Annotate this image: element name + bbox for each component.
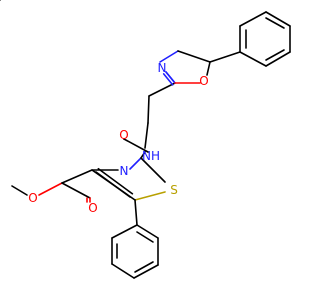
bond-methyl-o xyxy=(11,185,28,196)
bond-amide-c xyxy=(123,138,149,153)
bond-ph2-5 xyxy=(239,11,267,27)
bond-c2-n-double xyxy=(165,71,176,84)
bond-ph3 xyxy=(111,263,135,279)
bond-ph6 xyxy=(136,224,159,239)
bond-nh-c2 xyxy=(140,151,146,159)
bond-c5-c4-double xyxy=(97,167,134,195)
bond-nh-chain xyxy=(144,122,149,149)
atom-o-ester: O xyxy=(28,191,37,205)
bond-ph2-inner3 xyxy=(265,17,285,29)
bond-ph-inner2 xyxy=(134,261,154,273)
atom-n-oxazole: N xyxy=(158,61,167,75)
atom-nh-amide: NH xyxy=(142,149,160,163)
bond-c5-o xyxy=(206,61,211,76)
bond-c2-s xyxy=(140,157,166,183)
atom-o-oxazole: O xyxy=(199,74,208,88)
bond-ester-to-ring xyxy=(61,169,93,184)
bond-ph2-2 xyxy=(265,51,291,67)
bond-o-carbonyl xyxy=(38,182,63,196)
bond-chain2 xyxy=(148,82,176,97)
atom-o-amide: O xyxy=(119,128,128,142)
bond-n-c4 xyxy=(159,50,179,63)
bond-n3-c2 xyxy=(129,157,142,170)
bond-ring-phenyl xyxy=(134,199,138,226)
bond-c4-c5 xyxy=(177,50,211,63)
bond-ph2-inner2 xyxy=(265,49,285,61)
bond-ph1 xyxy=(111,224,138,239)
atom-label-layer: O O O NH N O N S xyxy=(28,61,208,215)
bond-ph2-1 xyxy=(239,51,267,67)
bond-c-o-ester xyxy=(61,182,91,199)
bond-c5-c4-double xyxy=(95,171,131,198)
bond-ph-inner3 xyxy=(136,231,154,243)
atom-s-thiazole: S xyxy=(170,183,178,197)
molecule-structure: O O O NH N O N S xyxy=(0,0,291,279)
bond-s-c5 xyxy=(134,191,166,201)
atom-n-thiazole: N xyxy=(120,164,129,178)
bond-layer xyxy=(0,0,291,279)
bond-oxazole-phenyl xyxy=(209,51,241,63)
bond-ph2-4 xyxy=(265,11,291,27)
bond-c2-n-double xyxy=(162,73,174,86)
atom-o-carbonyl-ester: O xyxy=(88,201,97,215)
bond-ph4 xyxy=(133,264,159,279)
bond-chain1 xyxy=(147,95,150,124)
